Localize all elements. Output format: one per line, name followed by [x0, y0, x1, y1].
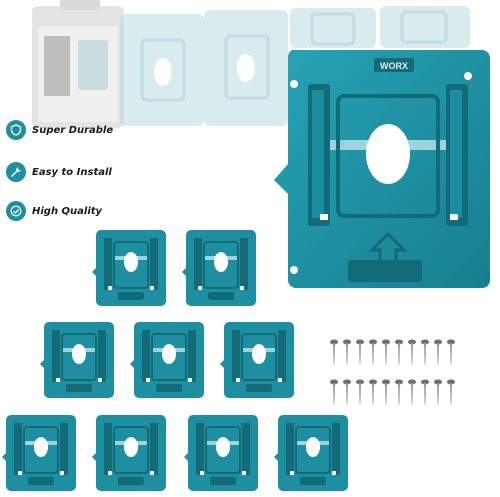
small-mount — [130, 320, 206, 400]
screw-icon — [330, 339, 338, 364]
shield-icon — [6, 120, 26, 140]
screw-icon — [330, 379, 338, 404]
faded-battery — [32, 0, 124, 128]
feature-label: Super Durable — [32, 124, 114, 136]
feature-label: Easy to Install — [32, 166, 112, 178]
small-mount — [2, 412, 78, 494]
screw-icon — [382, 379, 390, 404]
screw-icon — [343, 379, 351, 404]
small-mount — [182, 228, 258, 308]
screw-icon — [421, 339, 429, 364]
screw-icon — [447, 379, 455, 404]
feature-high-quality: High Quality — [6, 201, 102, 221]
screw-set — [330, 339, 455, 404]
feature-easy-install: Easy to Install — [6, 162, 112, 182]
screw-icon — [356, 379, 364, 404]
screw-icon — [434, 379, 442, 404]
screw-icon — [382, 339, 390, 364]
large-battery-mount: WORX — [270, 44, 495, 296]
wrench-icon — [6, 162, 26, 182]
screw-icon — [408, 339, 416, 364]
screw-row — [330, 339, 455, 364]
small-mount — [92, 228, 168, 308]
screw-icon — [343, 339, 351, 364]
screw-icon — [395, 339, 403, 364]
small-mount — [220, 320, 296, 400]
small-mount — [92, 412, 168, 494]
small-mount — [184, 412, 260, 494]
screw-icon — [395, 379, 403, 404]
faded-mount-2 — [204, 10, 288, 126]
screw-icon — [447, 339, 455, 364]
screw-icon — [369, 379, 377, 404]
screw-icon — [434, 339, 442, 364]
faded-mount-4 — [380, 6, 470, 48]
check-icon — [6, 201, 26, 221]
screw-icon — [408, 379, 416, 404]
screw-icon — [356, 339, 364, 364]
screw-icon — [421, 379, 429, 404]
feature-label: High Quality — [32, 205, 103, 217]
small-mount — [274, 412, 350, 494]
screw-icon — [369, 339, 377, 364]
feature-super-durable: Super Durable — [6, 120, 113, 140]
screw-row — [330, 379, 455, 404]
small-mount — [40, 320, 116, 400]
brand-stamp: WORX — [380, 61, 408, 71]
faded-mount-1 — [120, 14, 204, 126]
faded-mount-3 — [290, 8, 376, 48]
